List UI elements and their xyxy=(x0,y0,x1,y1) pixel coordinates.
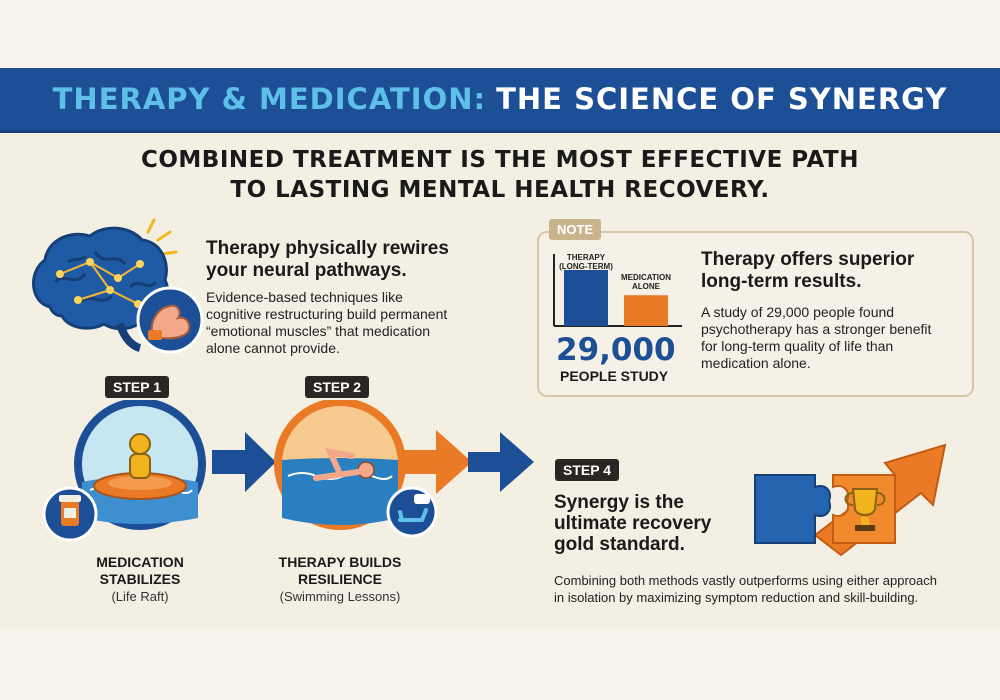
person-on-raft-icon xyxy=(74,400,206,530)
note-body-line: A study of 29,000 people found xyxy=(701,304,895,320)
note-body-line: for long-term quality of life than xyxy=(701,338,894,354)
bar-label-medication-1: MEDICATION xyxy=(621,273,671,282)
step-4-heading: Synergy is the ultimate recovery gold st… xyxy=(554,492,711,555)
arrow-step2-to-step3-icon xyxy=(400,430,472,494)
note-heading: Therapy offers superior long-term result… xyxy=(701,249,914,293)
bar-label-medication-2: ALONE xyxy=(632,282,661,291)
therapy-couch-icon xyxy=(386,486,438,538)
step-2-caption-sub: (Swimming Lessons) xyxy=(279,589,401,604)
brain-body-line: “emotional muscles” that medication xyxy=(206,323,431,339)
bar-therapy xyxy=(564,270,608,326)
note-body-line: psychotherapy has a stronger benefit xyxy=(701,321,932,337)
subtitle: COMBINED TREATMENT IS THE MOST EFFECTIVE… xyxy=(0,145,1000,205)
note-heading-line-2: long-term results. xyxy=(701,271,862,292)
synergy-illustration xyxy=(754,443,947,557)
step-2-tag: STEP 2 xyxy=(305,376,369,398)
step-4-heading-line: gold standard. xyxy=(554,534,685,555)
top-margin xyxy=(0,0,1000,68)
swimmer-icon xyxy=(274,400,406,530)
brain-body-line: Evidence-based techniques like xyxy=(206,289,403,305)
brain-heading-line-1: Therapy physically rewires xyxy=(206,238,449,259)
step-4-tag: STEP 4 xyxy=(555,459,619,481)
step-4-body-line: in isolation by maximizing symptom reduc… xyxy=(554,590,919,605)
note-heading-line-1: Therapy offers superior xyxy=(701,249,915,270)
step-2-caption-line-2: RESILIENCE xyxy=(297,571,382,587)
step-4-heading-line: ultimate recovery xyxy=(554,513,712,534)
study-number: 29,000 xyxy=(556,332,676,368)
step-1-caption-line-2: STABILIZES xyxy=(99,571,181,587)
brain-body-line: cognitive restructuring build permanent xyxy=(206,306,448,322)
note-box xyxy=(537,231,974,397)
step-2-caption-line-1: THERAPY BUILDS xyxy=(278,554,402,570)
brain-heading-line-2: your neural pathways. xyxy=(206,260,407,281)
step-4-body: Combining both methods vastly outperform… xyxy=(554,572,937,606)
note-body-line: medication alone. xyxy=(701,355,811,371)
title-part-1: THERAPY & MEDICATION: xyxy=(52,82,487,116)
brain-icon xyxy=(32,226,170,352)
title-part-2: THE SCIENCE OF SYNERGY xyxy=(496,82,948,116)
bar-medication xyxy=(624,295,668,326)
brain-body-line: alone cannot provide. xyxy=(206,340,340,356)
step-1-caption: MEDICATION STABILIZES (Life Raft) xyxy=(60,554,220,605)
lightbulb-rays-icon xyxy=(146,218,178,256)
brain-heading: Therapy physically rewires your neural p… xyxy=(206,238,449,282)
flexed-arm-icon xyxy=(136,286,204,354)
arrow-to-step4-icon xyxy=(468,432,534,492)
brain-body: Evidence-based techniques like cognitive… xyxy=(206,289,447,357)
bar-label-therapy-2: (LONG-TERM) xyxy=(559,262,613,271)
arrow-step1-to-step2-icon xyxy=(212,432,276,492)
bar-label-therapy-1: THERAPY xyxy=(567,253,606,262)
pill-bottle-icon xyxy=(42,486,98,542)
title-banner: THERAPY & MEDICATION: THE SCIENCE OF SYN… xyxy=(0,68,1000,133)
note-tag: NOTE xyxy=(549,219,602,240)
bottom-margin xyxy=(0,630,1000,700)
step-4-body-line: Combining both methods vastly outperform… xyxy=(554,573,937,588)
brain-illustration xyxy=(32,218,204,354)
step-1-caption-line-1: MEDICATION xyxy=(96,554,184,570)
trophy-icon xyxy=(844,488,886,531)
note-body: A study of 29,000 people found psychothe… xyxy=(701,304,931,372)
study-number-label: PEOPLE STUDY xyxy=(560,368,669,384)
subtitle-line-2: TO LASTING MENTAL HEALTH RECOVERY. xyxy=(230,177,770,203)
step-2-caption: THERAPY BUILDS RESILIENCE (Swimming Less… xyxy=(250,554,430,605)
step-4-heading-line: Synergy is the xyxy=(554,492,684,513)
subtitle-line-1: COMBINED TREATMENT IS THE MOST EFFECTIVE… xyxy=(140,147,859,173)
step-1-tag: STEP 1 xyxy=(105,376,169,398)
step-1-caption-sub: (Life Raft) xyxy=(111,589,169,604)
study-bar-chart: THERAPY (LONG-TERM) MEDICATION ALONE xyxy=(553,253,682,327)
steps-illustration xyxy=(42,400,534,542)
